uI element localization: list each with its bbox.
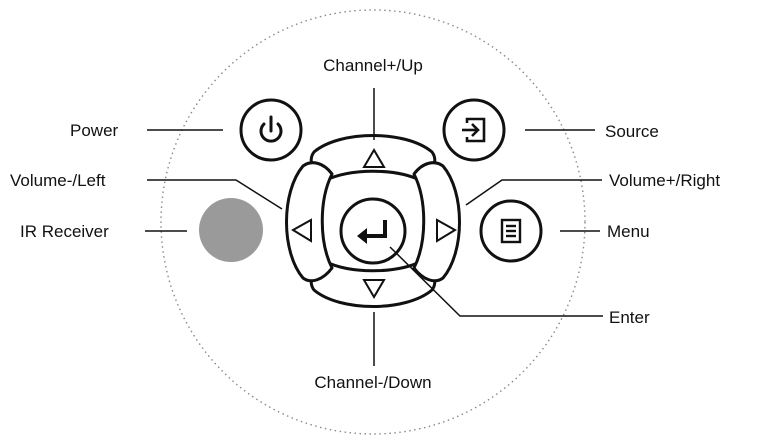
leader-volume-right: [465, 179, 602, 206]
label-menu: Menu: [607, 222, 650, 241]
label-ir-receiver: IR Receiver: [20, 222, 109, 241]
label-volume-left: Volume-/Left: [10, 171, 106, 190]
power-button[interactable]: [239, 98, 303, 162]
triangle-left-icon: [291, 218, 312, 243]
label-channel-down: Channel-/Down: [314, 373, 431, 392]
triangle-down-icon: [362, 279, 386, 299]
power-icon: [259, 115, 283, 143]
panel-outline: [160, 9, 586, 435]
menu-list-icon: [500, 218, 522, 244]
label-volume-right: Volume+/Right: [609, 171, 720, 190]
source-button[interactable]: [442, 98, 506, 162]
label-enter: Enter: [609, 308, 650, 327]
label-power: Power: [70, 121, 119, 140]
enter-button[interactable]: [339, 197, 407, 265]
enter-return-arrow-icon: [357, 220, 387, 244]
triangle-up-icon: [362, 148, 386, 168]
label-source: Source: [605, 122, 659, 141]
label-channel-up: Channel+/Up: [323, 56, 423, 75]
triangle-right-icon: [436, 218, 457, 243]
source-input-icon: [462, 117, 486, 143]
leader-enter: [389, 246, 603, 317]
ir-receiver: [199, 198, 263, 262]
leader-volume-left: [147, 179, 283, 210]
menu-button[interactable]: [479, 199, 543, 263]
